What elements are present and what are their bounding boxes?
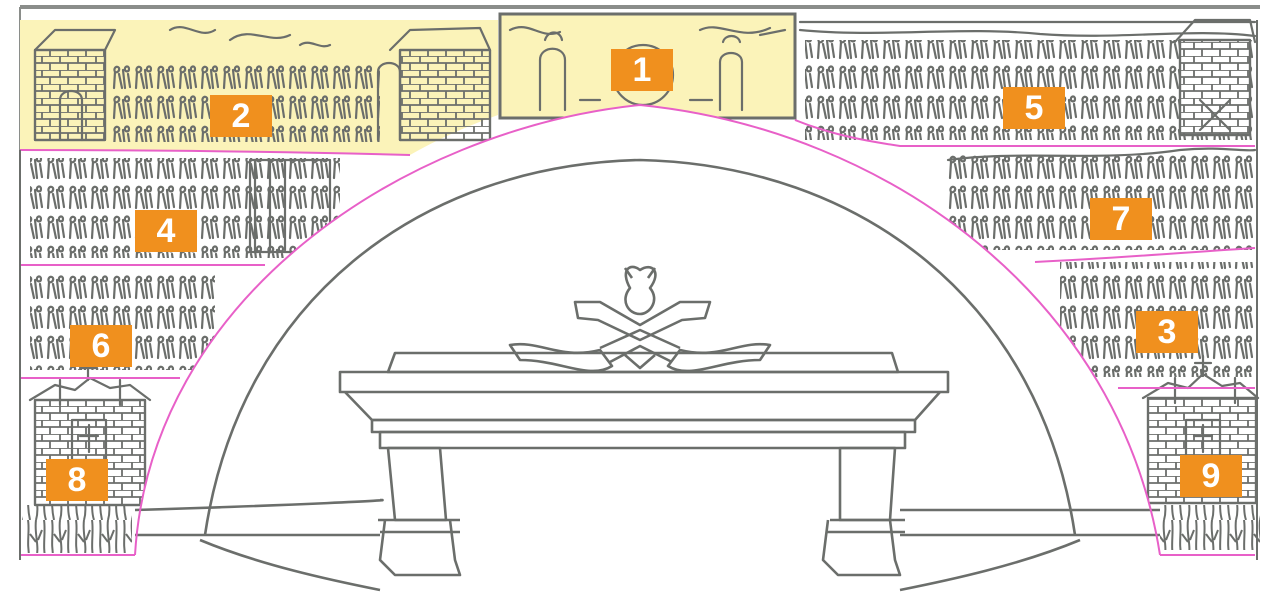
panel-6-number: 6: [92, 327, 111, 365]
panel-7-badge: 7: [1090, 198, 1152, 240]
panel-9-number: 9: [1202, 457, 1221, 495]
panel-1-number: 1: [633, 51, 652, 89]
panel-3-number: 3: [1158, 313, 1177, 351]
panel-3-badge: 3: [1136, 311, 1198, 353]
panel-5-number: 5: [1025, 89, 1044, 127]
panel-1-badge: 1: [611, 49, 673, 91]
panel-9-badge: 9: [1180, 455, 1242, 497]
panel-4-badge: 4: [135, 210, 197, 252]
panel-4-number: 4: [157, 212, 176, 250]
panel-8-number: 8: [68, 461, 87, 499]
panel-2-badge: 2: [210, 95, 272, 137]
panel-7-number: 7: [1112, 200, 1131, 238]
panel-2-number: 2: [232, 97, 251, 135]
panel-6-badge: 6: [70, 325, 132, 367]
panel-5-badge: 5: [1003, 87, 1065, 129]
panel-8-badge: 8: [46, 459, 108, 501]
